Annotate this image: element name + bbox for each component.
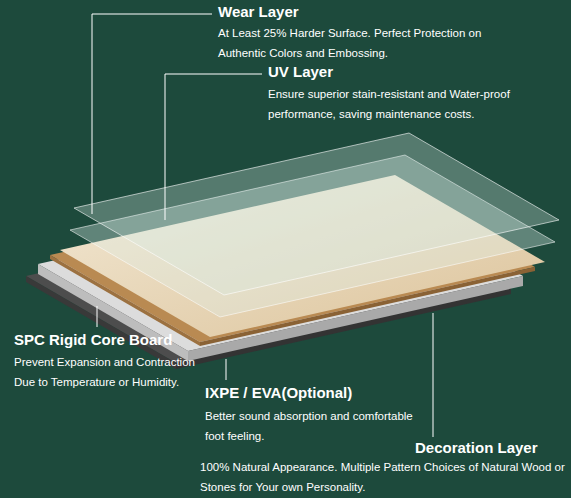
callout-heading: IXPE / EVA(Optional) bbox=[205, 384, 465, 402]
callout-body: Ensure superior stain-resistant and Wate… bbox=[268, 84, 561, 124]
callout-heading: UV Layer bbox=[268, 63, 548, 81]
callout-heading: SPC Rigid Core Board bbox=[14, 331, 234, 349]
wear-layer bbox=[74, 133, 559, 295]
callout-body: Better sound absorption and comfortable … bbox=[205, 406, 420, 446]
callout-heading: Decoration Layer bbox=[415, 439, 565, 457]
leader-lines bbox=[92, 14, 433, 437]
callout-body: 100% Natural Appearance. Multiple Patter… bbox=[200, 457, 566, 497]
callout-heading: Wear Layer bbox=[218, 3, 518, 21]
callout-body: Prevent Expansion and Contraction Due to… bbox=[14, 352, 219, 392]
callout-body: At Least 25% Harder Surface. Perfect Pro… bbox=[218, 23, 503, 63]
